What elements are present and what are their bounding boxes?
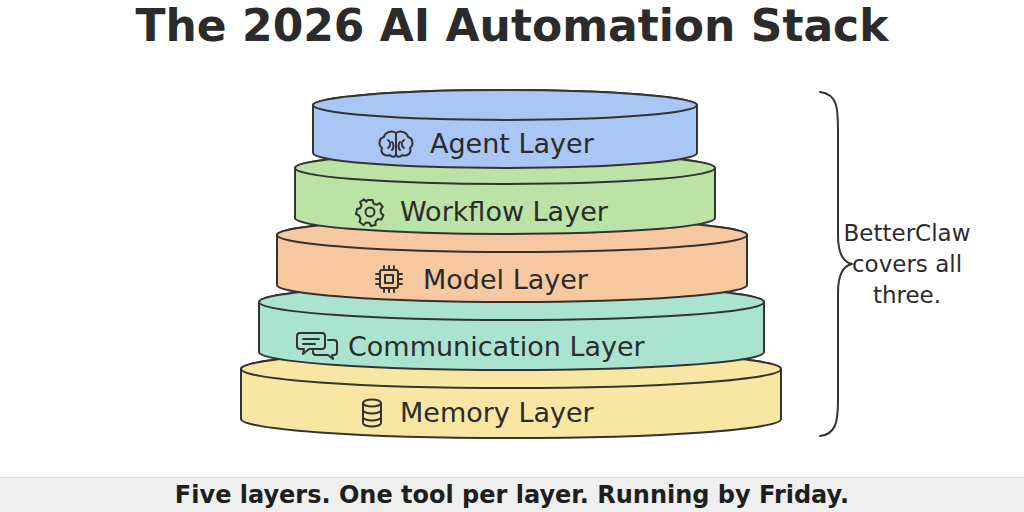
note-text: BetterClaw covers all three. [832, 218, 982, 311]
band-top [295, 152, 715, 184]
layer-name: Model Layer [423, 263, 588, 297]
layer-name: Agent Layer [430, 127, 594, 161]
layer-name: Communication Layer [348, 330, 645, 364]
chip-icon [376, 266, 402, 292]
band-top [313, 90, 697, 120]
database-icon [363, 400, 381, 427]
band-top [259, 284, 764, 320]
layer-name: Memory Layer [400, 396, 594, 430]
side-note: BetterClaw covers all three. [832, 218, 982, 311]
stack-layer: Agent Layer [313, 90, 697, 168]
band-body [313, 90, 697, 168]
band-body [277, 218, 747, 302]
band-body [259, 284, 764, 370]
band-top [277, 218, 747, 252]
brain-icon [380, 132, 413, 157]
caption: Five layers. One tool per layer. Running… [0, 479, 1024, 511]
band-top [241, 350, 781, 388]
band-body [295, 152, 715, 234]
curly-bracket [820, 92, 852, 436]
title: The 2026 AI Automation Stack [0, 0, 1024, 52]
gear-icon [356, 199, 384, 226]
chat-icon [297, 333, 337, 359]
band-body [241, 350, 781, 438]
layer-name: Workflow Layer [400, 195, 608, 229]
